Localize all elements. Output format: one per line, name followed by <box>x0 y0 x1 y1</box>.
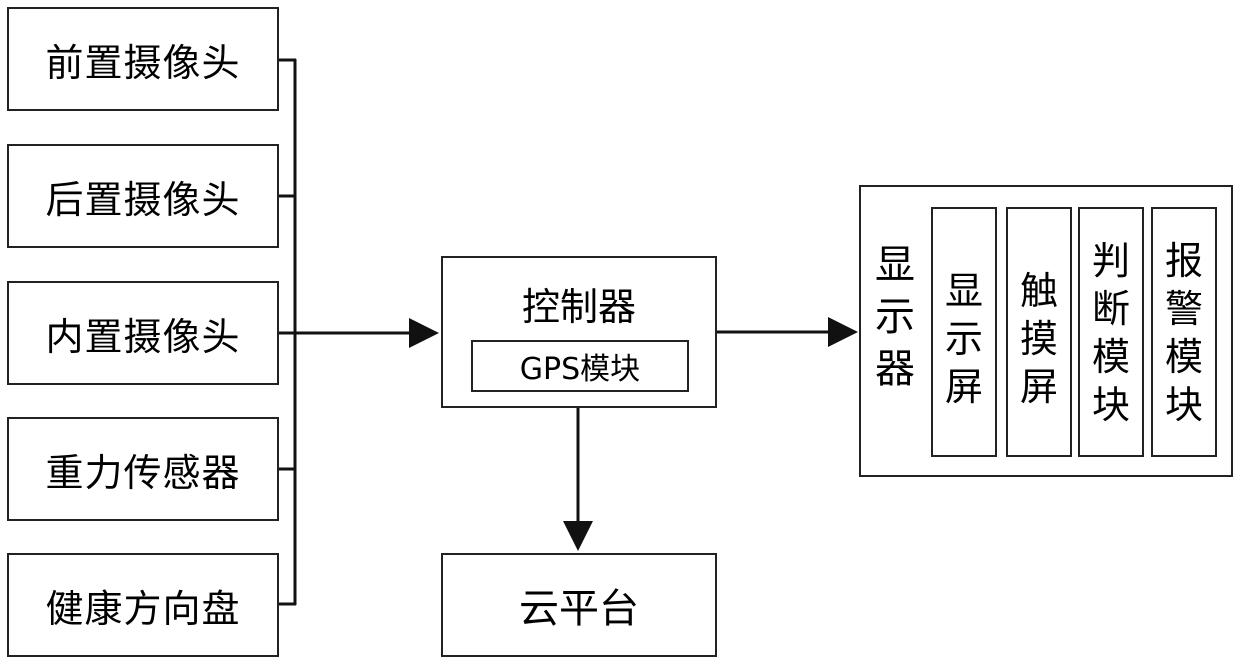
front-camera-box: 前置摄像头 <box>7 7 279 111</box>
touchscreen-module-label: 触摸屏 <box>1008 267 1070 411</box>
controller-box: 控制器 GPS模块 <box>441 256 717 408</box>
gravity-sensor-label: 重力传感器 <box>45 442 240 497</box>
gps-module-box: GPS模块 <box>471 340 689 392</box>
display-box: 显示器 显示屏 触摸屏 判断模块 报警模块 <box>859 185 1233 477</box>
controller-title: 控制器 <box>443 276 715 331</box>
interior-camera-box: 内置摄像头 <box>7 281 279 385</box>
rear-camera-label: 后置摄像头 <box>45 169 240 224</box>
alarm-module-box: 报警模块 <box>1151 207 1217 457</box>
rear-camera-box: 后置摄像头 <box>7 144 279 248</box>
gps-module-label: GPS模块 <box>520 344 640 388</box>
cloud-platform-label: 云平台 <box>519 576 639 634</box>
touchscreen-module-box: 触摸屏 <box>1006 207 1072 457</box>
steering-wheel-box: 健康方向盘 <box>7 553 279 657</box>
judgment-module-box: 判断模块 <box>1078 207 1144 457</box>
cloud-platform-box: 云平台 <box>441 553 717 657</box>
display-label: 显示器 <box>869 239 921 395</box>
screen-module-box: 显示屏 <box>931 207 997 457</box>
gravity-sensor-box: 重力传感器 <box>7 417 279 521</box>
front-camera-label: 前置摄像头 <box>45 32 240 87</box>
alarm-module-label: 报警模块 <box>1153 237 1215 429</box>
steering-wheel-label: 健康方向盘 <box>45 578 240 633</box>
screen-module-label: 显示屏 <box>933 267 995 411</box>
interior-camera-label: 内置摄像头 <box>45 306 240 361</box>
judgment-module-label: 判断模块 <box>1080 237 1142 429</box>
